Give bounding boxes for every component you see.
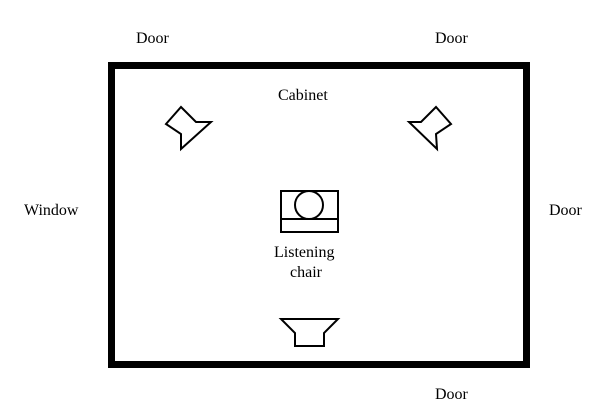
window-label: Window xyxy=(24,202,79,219)
front-left-speaker-icon xyxy=(164,105,214,152)
listening-chair-icon xyxy=(280,190,339,233)
room-wall xyxy=(108,62,530,368)
door-bottom-label: Door xyxy=(435,386,468,403)
listening-chair-label-line1: Listening xyxy=(274,244,335,261)
door-top-left-label: Door xyxy=(136,30,169,47)
door-top-right-label: Door xyxy=(435,30,468,47)
door-right-label: Door xyxy=(549,202,582,219)
listening-chair-label-line2: chair xyxy=(290,264,322,281)
cabinet-label: Cabinet xyxy=(278,87,328,104)
rear-speaker-icon xyxy=(278,318,341,347)
front-right-speaker-icon xyxy=(406,105,453,152)
